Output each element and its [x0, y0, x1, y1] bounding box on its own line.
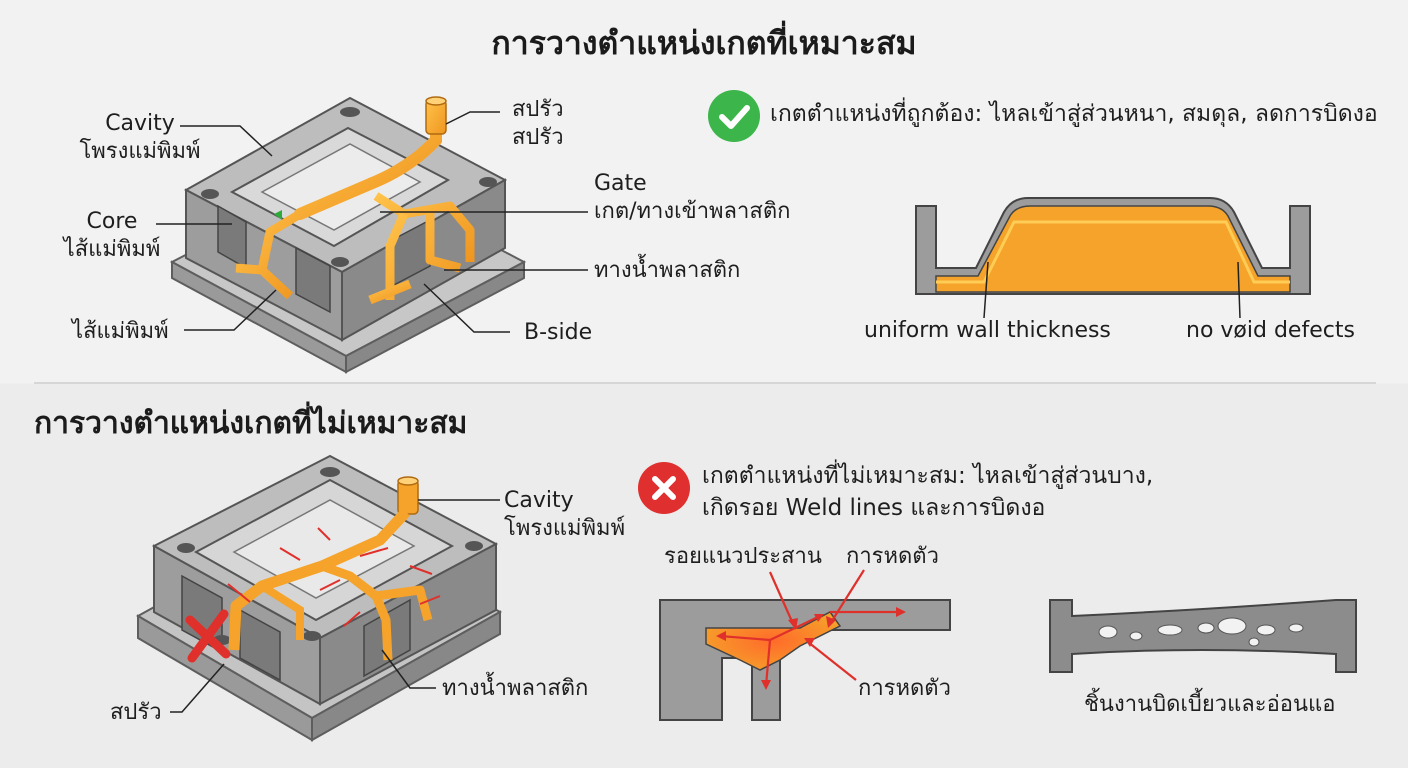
no-void-label: no vøid defects: [1186, 318, 1355, 343]
bad-section-title: การวางตำแหน่งเกตที่ไม่เหมาะสม: [34, 406, 468, 441]
bside-label: B-side: [524, 320, 593, 345]
core-bottom-label: ไส้แม่พิมพ์: [72, 319, 169, 344]
bad-runner-label: ทางน้ำพลาสติก: [442, 676, 589, 701]
cross-icon: [638, 462, 690, 514]
bad-status-line1: เกตตำแหน่งที่ไม่เหมาะสม: ไหลเข้าสู่ส่วนบ…: [702, 463, 1154, 489]
warped-part-label: ชิ้นงานบิดเบี้ยวและอ่อนแอ: [1084, 692, 1336, 717]
good-section-title: การวางตำแหน่งเกตที่เหมาะสม: [491, 24, 917, 62]
sprue-label-1: สปรัว: [512, 97, 564, 122]
bad-sprue-label: สปรัว: [110, 700, 162, 725]
core-label-en: Core: [86, 209, 138, 234]
bad-cavity-label-en: Cavity: [504, 488, 574, 513]
checkmark-icon: [708, 90, 760, 142]
shrinkage-top-label: การหดตัว: [846, 544, 939, 569]
core-label-th: ไส้แม่พิมพ์: [63, 237, 161, 262]
gate-label-th: เกต/ทางเข้าพลาสติก: [594, 199, 791, 224]
sprue-label-2: สปรัว: [512, 125, 564, 150]
runner-label: ทางน้ำพลาสติก: [594, 258, 741, 283]
gate-label-en: Gate: [594, 171, 647, 196]
shrinkage-bottom-label: การหดตัว: [858, 676, 951, 701]
good-status-text: เกตตำแหน่งที่ถูกต้อง: ไหลเข้าสู่ส่วนหนา,…: [770, 101, 1378, 127]
weld-line-label: รอยแนวประสาน: [664, 544, 822, 569]
bad-status-line2: เกิดรอย Weld lines และการบิดงอ: [702, 495, 1046, 521]
cavity-label-th: โพรงแม่พิมพ์: [79, 139, 201, 164]
uniform-wall-label: uniform wall thickness: [864, 318, 1111, 343]
bad-cavity-label-th: โพรงแม่พิมพ์: [504, 516, 626, 541]
section-divider: [34, 382, 1376, 384]
cavity-label-en: Cavity: [105, 111, 175, 136]
